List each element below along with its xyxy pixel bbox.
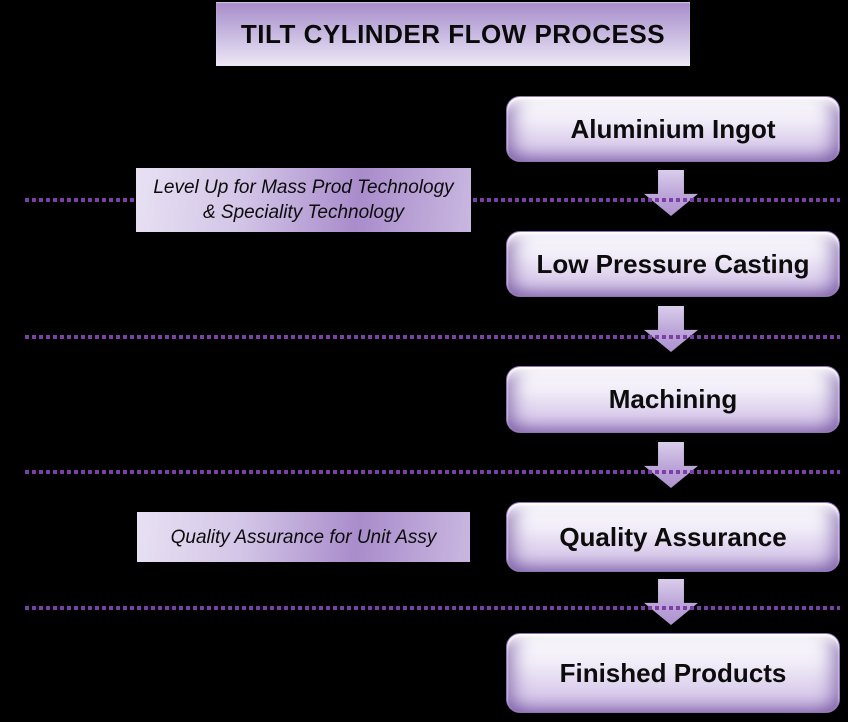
step-finished-products: Finished Products xyxy=(506,633,840,713)
step-aluminium-ingot: Aluminium Ingot xyxy=(506,96,840,162)
step-label: Quality Assurance xyxy=(559,521,787,552)
step-label: Machining xyxy=(608,384,738,414)
step-low-pressure-casting: Low Pressure Casting xyxy=(506,231,840,297)
note-line: Level Up for Mass Prod Technology xyxy=(153,177,454,198)
down-arrow-icon-1 xyxy=(644,170,698,216)
note-line: Quality Assurance for Unit Assy xyxy=(170,526,437,548)
note-mass-prod-technology: Level Up for Mass Prod Technology & Spec… xyxy=(136,168,471,232)
step-quality-assurance: Quality Assurance xyxy=(506,502,840,572)
down-arrow-icon-4 xyxy=(644,579,698,625)
down-arrow-icon-2 xyxy=(644,306,698,352)
step-label: Finished Products xyxy=(559,657,787,688)
step-label: Low Pressure Casting xyxy=(536,248,810,279)
diagram-title: TILT CYLINDER FLOW PROCESS xyxy=(240,18,666,49)
diagram-title-banner: TILT CYLINDER FLOW PROCESS xyxy=(216,2,690,66)
step-machining: Machining xyxy=(506,366,840,433)
down-arrow-icon-3 xyxy=(644,442,698,488)
phase-divider-line-2 xyxy=(25,335,840,339)
phase-divider-line-3 xyxy=(25,470,840,474)
note-quality-assurance-unit-assy: Quality Assurance for Unit Assy xyxy=(137,512,470,562)
note-line: & Speciality Technology xyxy=(202,202,405,223)
step-label: Aluminium Ingot xyxy=(570,113,776,144)
phase-divider-line-4 xyxy=(25,606,840,610)
